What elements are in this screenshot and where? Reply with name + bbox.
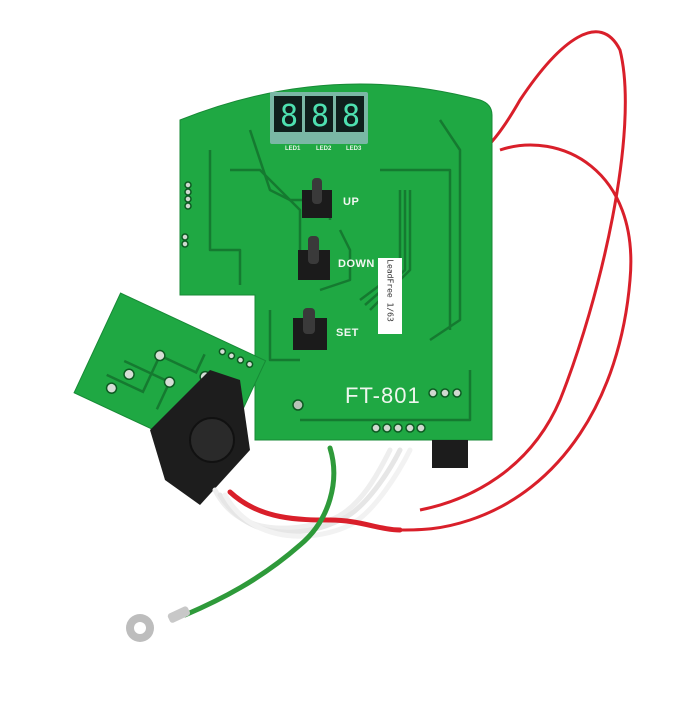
down-button-label: DOWN: [338, 258, 375, 270]
led3-label: LED3: [346, 146, 362, 152]
leadfree-sticker: LeadFree 1/63: [378, 258, 402, 334]
set-button-label: SET: [336, 327, 359, 339]
sticker-text: LeadFree 1/63: [385, 259, 395, 322]
led1-label: LED1: [285, 146, 301, 152]
up-button-label: UP: [343, 196, 360, 208]
led2-label: LED2: [316, 146, 332, 152]
display-digit: 8: [279, 99, 299, 134]
display-digit: 8: [341, 99, 361, 134]
display-digit: 8: [310, 99, 330, 134]
model-label: FT-801: [345, 383, 421, 408]
